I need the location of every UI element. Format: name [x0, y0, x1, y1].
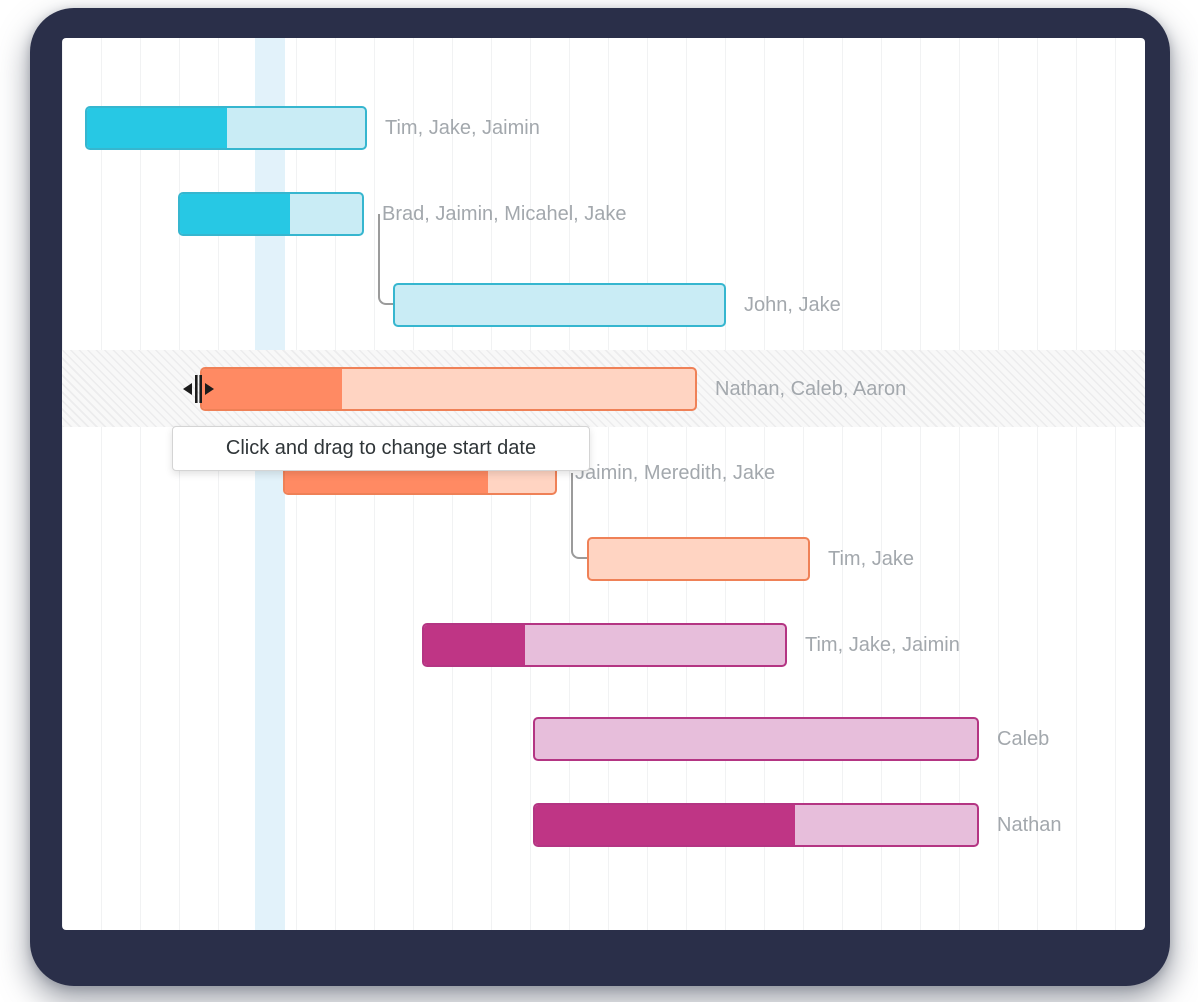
task-assignees-label: Brad, Jaimin, Micahel, Jake	[382, 203, 627, 225]
task-bar[interactable]	[587, 537, 810, 581]
task-bar[interactable]	[422, 623, 787, 667]
task-assignees-label: Nathan, Caleb, Aaron	[715, 378, 907, 400]
task-bar[interactable]	[533, 803, 979, 847]
dependency-connector	[571, 473, 587, 559]
task-assignees-label: Caleb	[997, 728, 1050, 750]
task-bar[interactable]	[200, 367, 697, 411]
task-assignees-label: Tim, Jake, Jaimin	[385, 117, 540, 139]
task-assignees-label: Tim, Jake, Jaimin	[805, 634, 960, 656]
drag-tooltip: Click and drag to change start date	[172, 426, 590, 471]
task-progress	[202, 369, 342, 409]
drag-tooltip-text: Click and drag to change start date	[225, 437, 537, 459]
task-progress	[535, 805, 795, 845]
task-progress	[180, 194, 290, 234]
device-frame: Tim, Jake, Jaimin Brad, Jaimin, Micahel,…	[30, 8, 1170, 986]
task-assignees-label: Nathan	[997, 814, 1062, 836]
task-bar[interactable]	[178, 192, 364, 236]
today-column-highlight	[255, 38, 285, 930]
task-assignees-label: Tim, Jake	[828, 548, 914, 570]
gantt-canvas: Tim, Jake, Jaimin Brad, Jaimin, Micahel,…	[62, 38, 1145, 930]
task-progress	[424, 625, 525, 665]
dependency-connector	[378, 214, 393, 305]
task-bar[interactable]	[85, 106, 367, 150]
col-resize-cursor-icon[interactable]	[181, 373, 215, 405]
task-assignees-label: Jaimin, Meredith, Jake	[575, 462, 776, 484]
task-assignees-label: John, Jake	[744, 294, 841, 316]
task-progress	[87, 108, 227, 148]
task-bar[interactable]	[533, 717, 979, 761]
task-bar[interactable]	[393, 283, 726, 327]
